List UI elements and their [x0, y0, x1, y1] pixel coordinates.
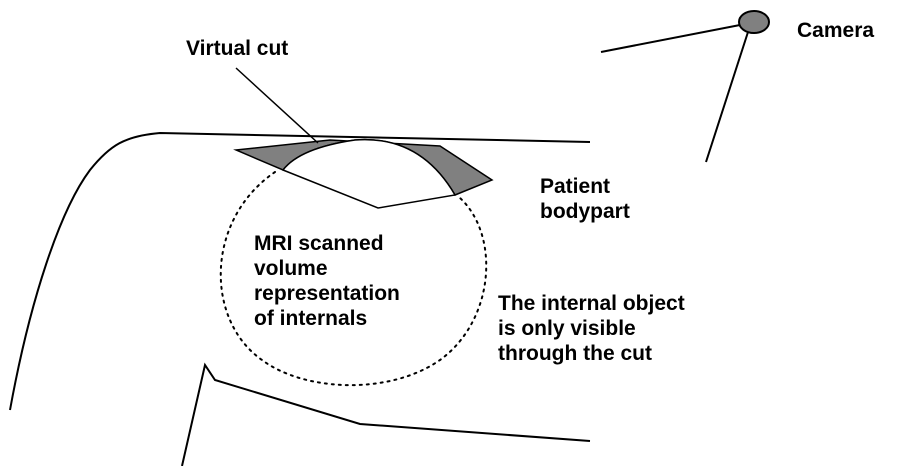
camera-label: Camera: [797, 18, 874, 43]
internal-object-label: The internal object is only visible thro…: [498, 291, 685, 366]
virtual-cut-leader: [236, 68, 318, 143]
camera-icon: [739, 11, 769, 33]
mri-volume-label: MRI scanned volume representation of int…: [254, 231, 400, 331]
camera-ray-left: [601, 25, 740, 52]
virtual-cut-label: Virtual cut: [186, 36, 288, 61]
lower-body-contour: [182, 365, 590, 466]
patient-bodypart-label: Patient bodypart: [540, 174, 630, 224]
camera-ray-down: [706, 32, 748, 162]
